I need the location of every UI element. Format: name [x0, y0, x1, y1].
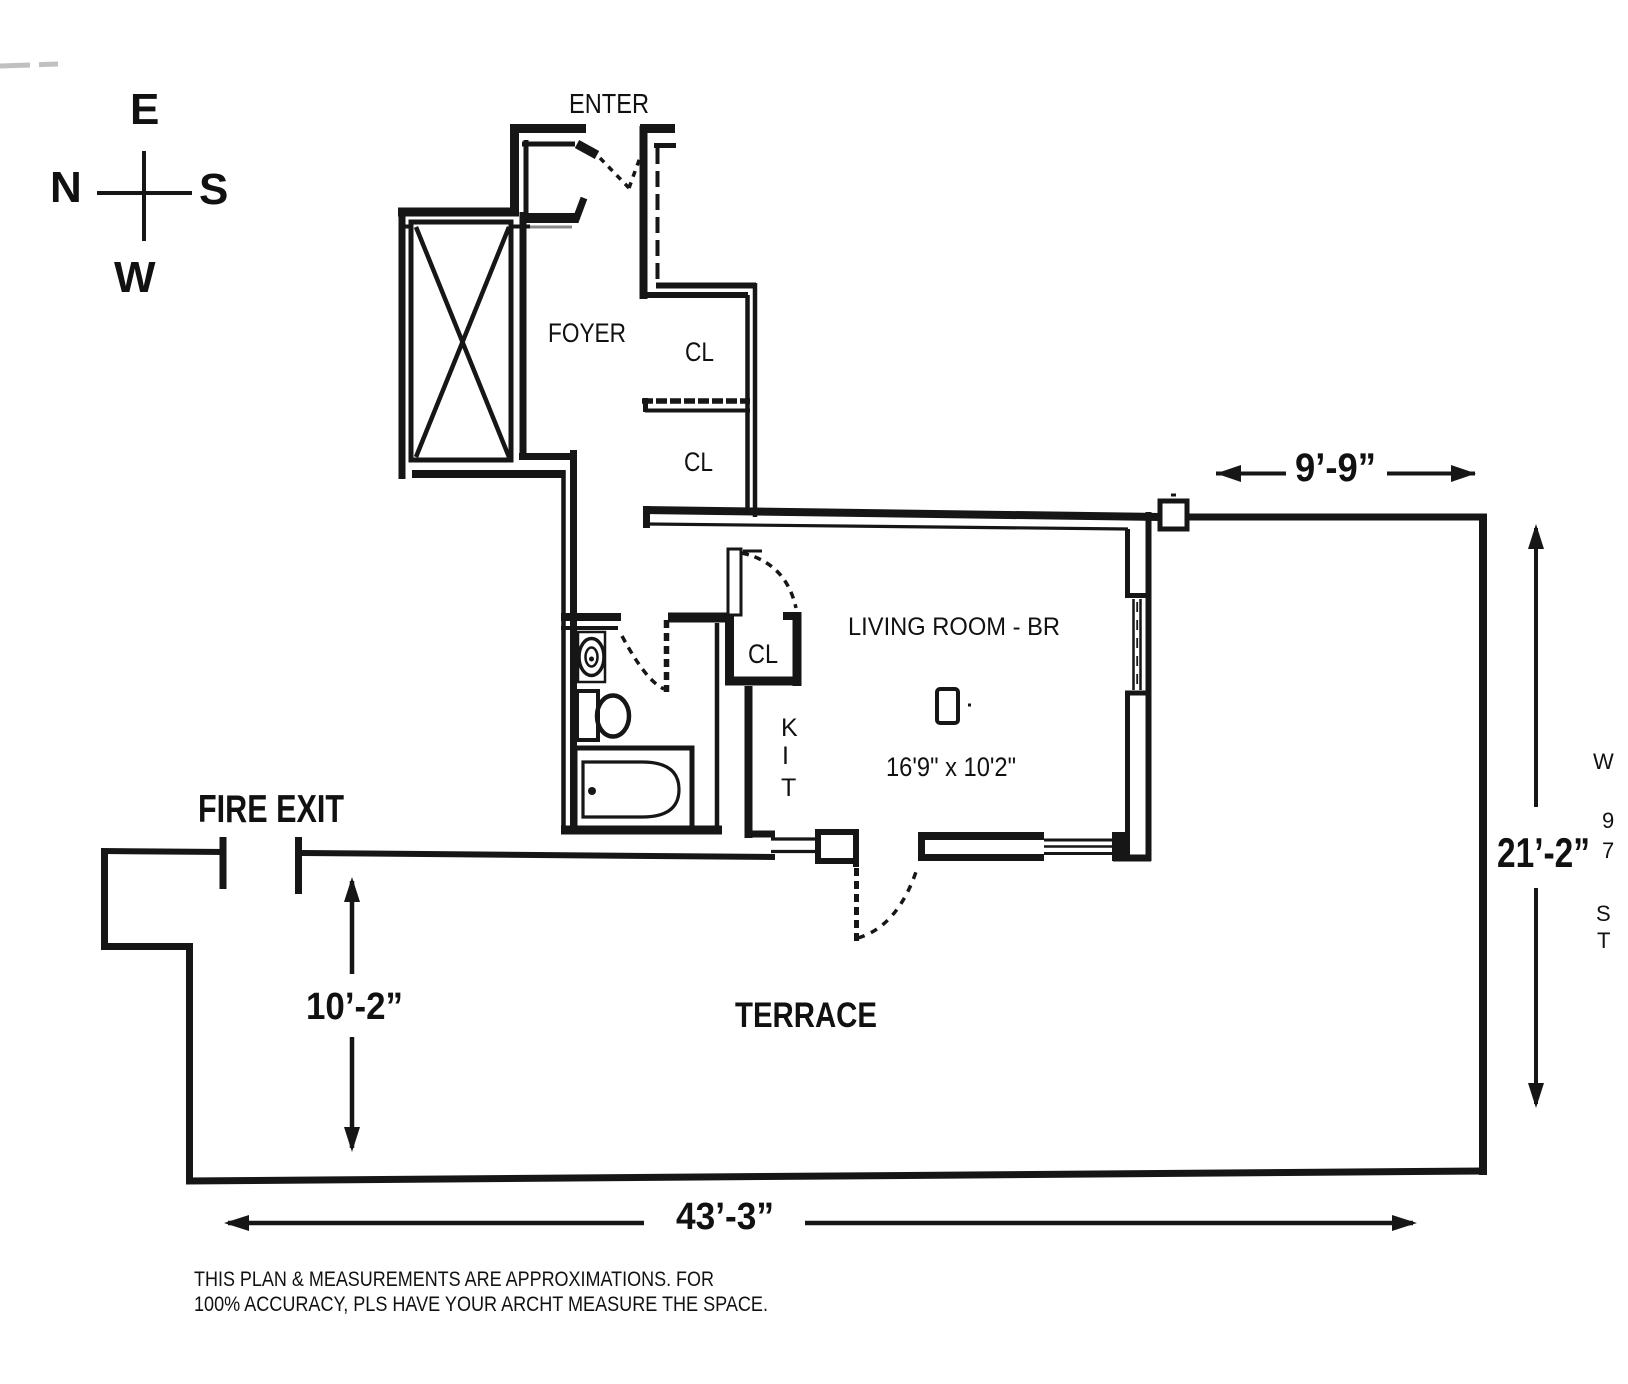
svg-text:N: N — [50, 163, 82, 212]
svg-text:100% ACCURACY, PLS HAVE YOUR A: 100% ACCURACY, PLS HAVE YOUR ARCHT MEASU… — [194, 1293, 768, 1316]
svg-text:W: W — [1593, 749, 1614, 774]
svg-text:S: S — [1596, 901, 1611, 926]
svg-text:9’-9”: 9’-9” — [1295, 446, 1376, 490]
svg-text:I: I — [782, 742, 789, 770]
svg-text:FIRE EXIT: FIRE EXIT — [198, 788, 344, 831]
svg-text:T: T — [781, 774, 796, 802]
svg-text:FOYER: FOYER — [548, 318, 626, 348]
svg-text:7: 7 — [1602, 838, 1614, 863]
svg-text:W: W — [114, 253, 156, 302]
svg-text:16'9" x 10'2": 16'9" x 10'2" — [886, 752, 1016, 782]
svg-text:9: 9 — [1602, 808, 1614, 833]
svg-text:E: E — [130, 85, 159, 134]
svg-text:TERRACE: TERRACE — [735, 996, 877, 1035]
svg-text:10’-2”: 10’-2” — [306, 986, 403, 1028]
svg-text:THIS PLAN & MEASUREMENTS ARE A: THIS PLAN & MEASUREMENTS ARE APPROXIMATI… — [194, 1268, 714, 1291]
svg-text:T: T — [1597, 928, 1610, 953]
svg-text:ENTER: ENTER — [569, 88, 649, 119]
svg-text:CL: CL — [684, 447, 713, 477]
svg-text:S: S — [199, 165, 228, 214]
svg-text:CL: CL — [685, 337, 714, 367]
svg-text:43’-3”: 43’-3” — [676, 1196, 774, 1238]
svg-text:21’-2”: 21’-2” — [1497, 829, 1590, 876]
svg-text:CL: CL — [748, 639, 778, 669]
svg-text:LIVING ROOM - BR: LIVING ROOM - BR — [848, 613, 1060, 641]
svg-text:K: K — [781, 714, 798, 742]
